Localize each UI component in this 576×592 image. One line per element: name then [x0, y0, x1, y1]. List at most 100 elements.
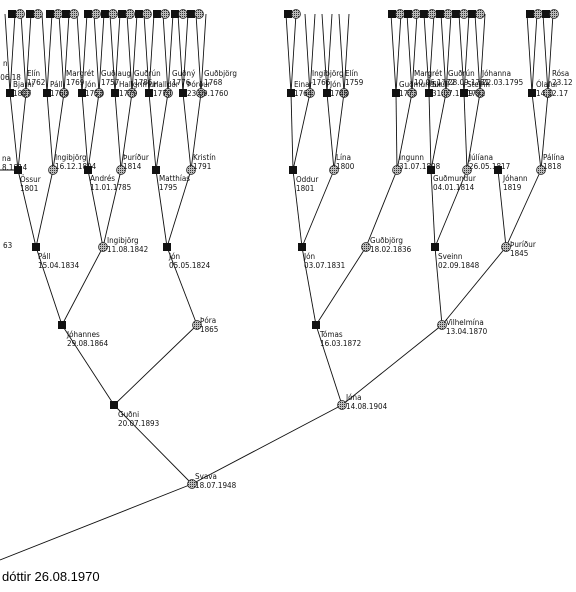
- female-ancestor-marker[interactable]: [53, 9, 63, 19]
- male-marker-oddur1801[interactable]: [289, 166, 297, 174]
- person-name: Halldór: [153, 80, 179, 89]
- female-ancestor-marker[interactable]: [395, 9, 405, 19]
- male-marker-thordur1760[interactable]: [179, 89, 187, 97]
- female-marker-ingunn1808[interactable]: [392, 165, 402, 175]
- female-marker-vilhelmina[interactable]: [437, 320, 447, 330]
- male-marker-jon1753[interactable]: [78, 89, 86, 97]
- female-ancestor-marker[interactable]: [33, 9, 43, 19]
- male-marker-johannes[interactable]: [58, 321, 66, 329]
- female-marker-juliana1817[interactable]: [462, 165, 472, 175]
- female-ancestor-marker[interactable]: [194, 9, 204, 19]
- female-ancestor-marker[interactable]: [160, 9, 170, 19]
- male-marker-tomas[interactable]: [312, 321, 320, 329]
- female-marker-jona[interactable]: [337, 400, 347, 410]
- female-ancestor-marker[interactable]: [15, 9, 25, 19]
- female-ancestor-marker[interactable]: [459, 9, 469, 19]
- male-ancestor-marker[interactable]: [118, 10, 126, 18]
- person-date: 1776: [172, 78, 191, 87]
- male-marker-steinn1792[interactable]: [460, 89, 468, 97]
- male-ancestor-marker[interactable]: [62, 10, 70, 18]
- female-marker-margret1772[interactable]: [407, 88, 417, 98]
- female-ancestor-marker[interactable]: [549, 9, 559, 19]
- female-ancestor-marker[interactable]: [91, 9, 101, 19]
- male-marker-johann1819[interactable]: [494, 166, 502, 174]
- male-marker-halldor1770[interactable]: [145, 89, 153, 97]
- female-marker-lina1800[interactable]: [329, 165, 339, 175]
- male-marker-skuli1779[interactable]: [425, 89, 433, 97]
- male-marker-ossur1801[interactable]: [14, 166, 22, 174]
- female-marker-svava[interactable]: [187, 479, 197, 489]
- male-marker-gudmundur1814[interactable]: [427, 166, 435, 174]
- male-marker-jon1831[interactable]: [298, 243, 306, 251]
- person-date: 11.01.1785: [90, 183, 132, 192]
- female-ancestor-marker[interactable]: [178, 9, 188, 19]
- person-name: Ingunn: [399, 153, 424, 162]
- female-marker-rosa[interactable]: [543, 88, 553, 98]
- female-ancestor-marker[interactable]: [533, 9, 543, 19]
- male-ancestor-marker[interactable]: [84, 10, 92, 18]
- male-marker-jon1748[interactable]: [323, 89, 331, 97]
- female-ancestor-marker[interactable]: [69, 9, 79, 19]
- male-ancestor-marker[interactable]: [187, 10, 195, 18]
- female-ancestor-marker[interactable]: [443, 9, 453, 19]
- male-ancestor-marker[interactable]: [542, 10, 550, 18]
- ancestor-link: [162, 13, 169, 94]
- male-ancestor-marker[interactable]: [171, 10, 179, 18]
- male-marker-bjarni1807[interactable]: [6, 89, 14, 97]
- female-ancestor-marker[interactable]: [125, 9, 135, 19]
- male-ancestor-marker[interactable]: [153, 10, 161, 18]
- female-marker-margret1769[interactable]: [59, 88, 69, 98]
- male-marker-pall1760[interactable]: [43, 89, 51, 97]
- female-ancestor-marker[interactable]: [142, 9, 152, 19]
- female-marker-pallina1818[interactable]: [536, 165, 546, 175]
- male-marker-olafur[interactable]: [528, 89, 536, 97]
- female-ancestor-marker[interactable]: [411, 9, 421, 19]
- female-marker-elin1762[interactable]: [21, 88, 31, 98]
- female-marker-gudbjorg1768[interactable]: [196, 88, 206, 98]
- female-marker-gudrun1781[interactable]: [441, 88, 451, 98]
- male-ancestor-marker[interactable]: [452, 10, 460, 18]
- male-ancestor-marker[interactable]: [404, 10, 412, 18]
- male-marker-matthias1795[interactable]: [152, 166, 160, 174]
- male-ancestor-marker[interactable]: [420, 10, 428, 18]
- male-marker-gudni[interactable]: [110, 401, 118, 409]
- male-ancestor-marker[interactable]: [468, 10, 476, 18]
- female-ancestor-marker[interactable]: [475, 9, 485, 19]
- person-name: Einar: [294, 80, 313, 89]
- female-marker-ingibjorg1804[interactable]: [48, 165, 58, 175]
- female-marker-thuridur1814[interactable]: [116, 165, 126, 175]
- female-marker-gudrun1786[interactable]: [127, 88, 137, 98]
- female-marker-gudbjorg1836[interactable]: [361, 242, 371, 252]
- person-date: 14.08.1904: [346, 402, 388, 411]
- male-marker-jon1824[interactable]: [163, 243, 171, 251]
- male-marker-einar1764[interactable]: [287, 89, 295, 97]
- male-ancestor-marker[interactable]: [46, 10, 54, 18]
- female-marker-thuridur1845[interactable]: [501, 242, 511, 252]
- male-ancestor-marker[interactable]: [26, 10, 34, 18]
- female-marker-gudny1776[interactable]: [163, 88, 173, 98]
- female-marker-johanna1795[interactable]: [475, 88, 485, 98]
- person-date: 1753: [85, 89, 104, 98]
- male-ancestor-marker[interactable]: [284, 10, 292, 18]
- male-marker-andres1785[interactable]: [84, 166, 92, 174]
- male-ancestor-marker[interactable]: [8, 10, 16, 18]
- male-ancestor-marker[interactable]: [101, 10, 109, 18]
- male-ancestor-marker[interactable]: [135, 10, 143, 18]
- female-marker-thora[interactable]: [192, 320, 202, 330]
- female-ancestor-marker[interactable]: [291, 9, 301, 19]
- male-marker-gudmundur1773[interactable]: [392, 89, 400, 97]
- female-marker-gudlaug1757[interactable]: [94, 88, 104, 98]
- female-marker-ingibjorg1842[interactable]: [98, 242, 108, 252]
- person-date: 1818: [543, 162, 562, 171]
- male-marker-hallgrimur1779[interactable]: [111, 89, 119, 97]
- male-ancestor-marker[interactable]: [526, 10, 534, 18]
- male-marker-sveinn1848[interactable]: [431, 243, 439, 251]
- female-marker-ingibjorg1766[interactable]: [305, 88, 315, 98]
- female-marker-elin1759[interactable]: [339, 88, 349, 98]
- female-ancestor-marker[interactable]: [108, 9, 118, 19]
- male-ancestor-marker[interactable]: [436, 10, 444, 18]
- female-ancestor-marker[interactable]: [427, 9, 437, 19]
- male-marker-pall1834[interactable]: [32, 243, 40, 251]
- male-ancestor-marker[interactable]: [388, 10, 396, 18]
- female-marker-kristin1791[interactable]: [186, 165, 196, 175]
